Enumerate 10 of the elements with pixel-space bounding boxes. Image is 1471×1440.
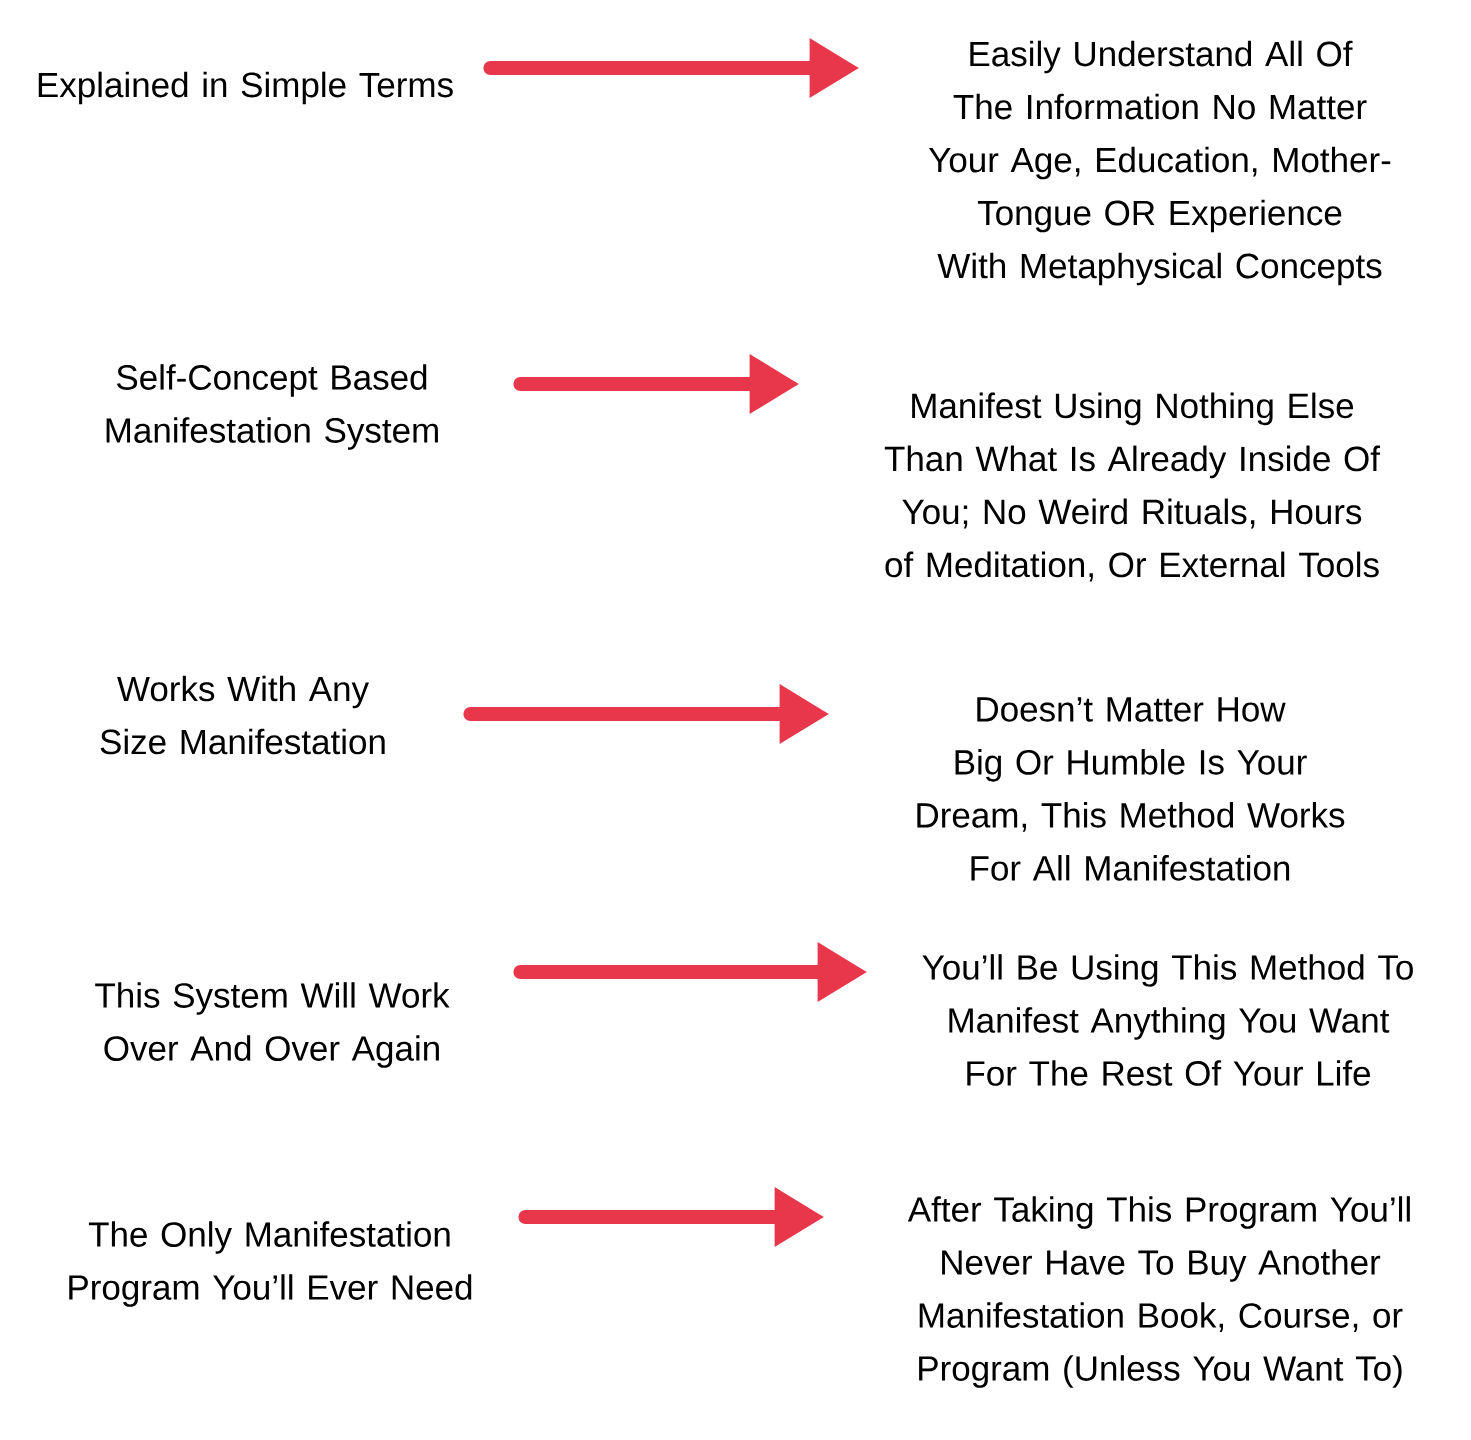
text-label: Works With Any Size Manifestation bbox=[100, 675, 385, 755]
text-label: After Taking This Program You’ll Never Have To Buy Another Manifestation Book, Course, or Program (Unless You Want To) bbox=[907, 1196, 1410, 1388]
text-label: Doesn’t Matter How Big Or Humble Is Your Dream, This Method Works For All Manifestation bbox=[917, 697, 1345, 881]
text-label: You’ll Be Using This Method To Manifest Anything You Want For The Rest Of Your Life bbox=[922, 954, 1413, 1086]
text-label: Manifest Using Nothing Else Than What Is Already Inside Of You; No Weird Rituals, Hours of Meditation, Or External Tools bbox=[884, 392, 1381, 582]
text-label: Explained in Simple Terms bbox=[38, 71, 453, 105]
text-label: The Only Manifestation Program You’ll Ever Need bbox=[69, 1221, 472, 1307]
text-label: Easily Understand All Of The Information No Matter Your Age, Education, Mother-Tongue OR Experience With Metaphysical Concepts bbox=[928, 40, 1391, 286]
text-label: Self-Concept Based Manifestation System bbox=[106, 364, 438, 450]
text-label: This System Will Work Over And Over Again bbox=[95, 982, 450, 1068]
